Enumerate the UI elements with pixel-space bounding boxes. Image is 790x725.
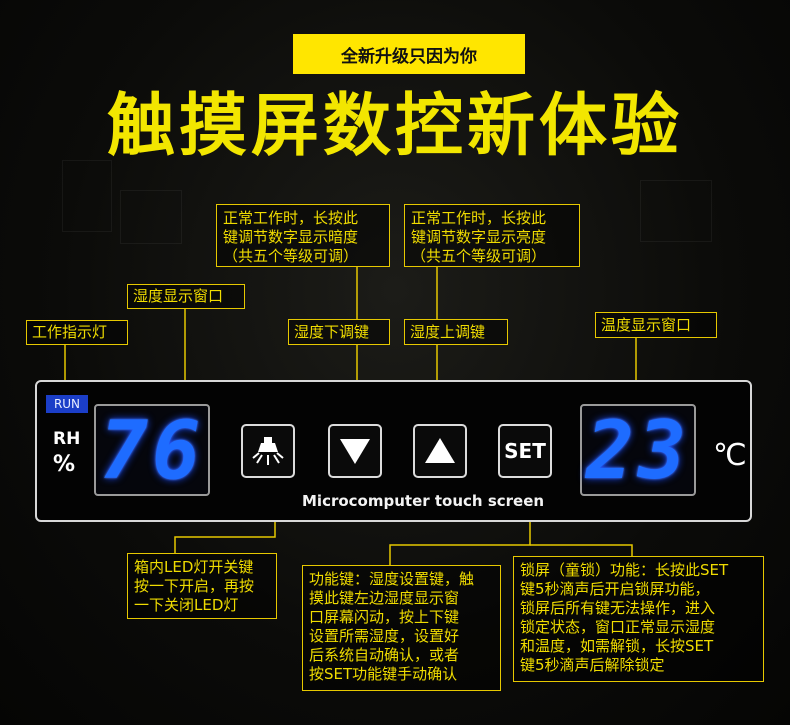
humidity-up-button[interactable] bbox=[413, 424, 467, 478]
headline: 触摸屏数控新体验 bbox=[106, 87, 683, 166]
set-button[interactable]: SET bbox=[498, 424, 552, 478]
lock-screen-callout: 锁屏（童锁）功能：长按此SET 键5秒滴声后开启锁屏功能， 锁屏后所有键无法操作… bbox=[513, 556, 764, 682]
triangle-down-icon bbox=[340, 439, 370, 464]
temperature-display: 23 bbox=[580, 403, 696, 497]
temperature-value: 23 bbox=[585, 403, 691, 497]
humidity-up-callout: 湿度上调键 bbox=[404, 319, 508, 345]
humidity-window-callout: 湿度显示窗口 bbox=[127, 284, 245, 309]
set-key-callout: 功能键：湿度设置键，触 摸此键左边湿度显示窗 口屏幕闪动，按上下键 设置所需湿度… bbox=[302, 565, 501, 691]
light-button[interactable] bbox=[241, 424, 295, 478]
lamp-icon bbox=[252, 437, 284, 465]
temp-window-callout: 温度显示窗口 bbox=[595, 312, 717, 338]
celsius-label: ℃ bbox=[713, 438, 747, 473]
background-frame-1 bbox=[62, 160, 112, 232]
promo-badge: 全新升级只因为你 bbox=[293, 34, 525, 74]
triangle-up-icon bbox=[425, 438, 455, 463]
humidity-down-callout: 湿度下调键 bbox=[288, 319, 390, 345]
background-frame-3 bbox=[640, 180, 712, 242]
humidity-value: 76 bbox=[99, 403, 205, 497]
led-light-key-callout: 箱内LED灯开关键 按一下开启，再按 一下关闭LED灯 bbox=[127, 553, 277, 619]
bright-adjust-callout: 正常工作时，长按此 键调节数字显示亮度 （共五个等级可调） bbox=[404, 204, 580, 267]
panel-caption: Microcomputer touch screen bbox=[302, 492, 545, 510]
dim-adjust-callout: 正常工作时，长按此 键调节数字显示暗度 （共五个等级可调） bbox=[216, 204, 390, 267]
humidity-display: 76 bbox=[94, 403, 210, 497]
rh-label: RH bbox=[53, 429, 81, 449]
humidity-down-button[interactable] bbox=[328, 424, 382, 478]
set-button-label: SET bbox=[504, 439, 546, 463]
percent-label: % bbox=[53, 452, 76, 477]
work-indicator-callout: 工作指示灯 bbox=[26, 320, 128, 345]
run-indicator: RUN bbox=[46, 395, 88, 413]
background-frame-2 bbox=[120, 190, 182, 244]
control-panel: RUN RH % 76 SET Microcomputer tou bbox=[35, 380, 752, 522]
